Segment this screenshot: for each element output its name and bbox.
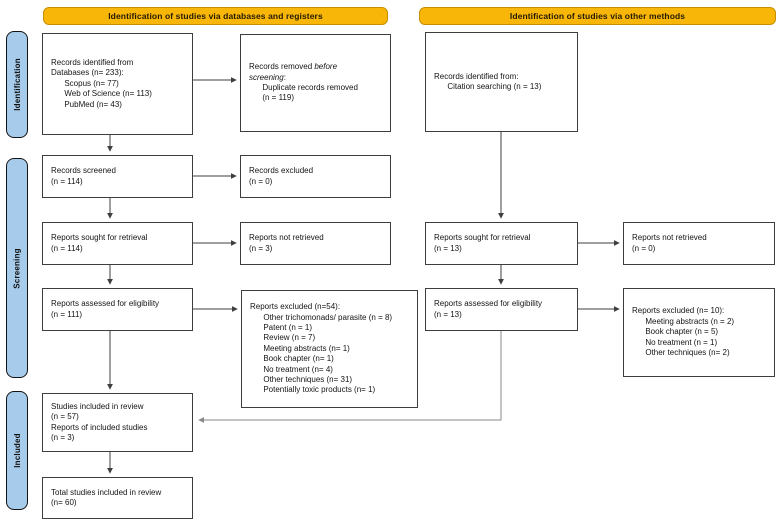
box-reports-not-retrieved-other: Reports not retrieved(n = 0) (623, 222, 775, 265)
stage-included: Included (6, 391, 28, 510)
stage-screening-label: Screening (12, 247, 22, 289)
stage-screening: Screening (6, 158, 28, 378)
box-reports-excluded-databases: Reports excluded (n=54): Other trichomon… (241, 290, 418, 408)
box-reports-sought-other: Reports sought for retrieval(n = 13) (425, 222, 578, 265)
box-records-identified-other: Records identified from: Citation search… (425, 32, 578, 132)
box-reports-sought-databases: Reports sought for retrieval(n = 114) (42, 222, 193, 265)
box-total-studies-included: Total studies included in review(n= 60) (42, 477, 193, 519)
stage-identification: Identification (6, 31, 28, 138)
box-reports-assessed-other: Reports assessed for eligibility(n = 13) (425, 288, 578, 331)
banner-other-methods: Identification of studies via other meth… (419, 7, 776, 25)
stage-identification-label: Identification (12, 58, 22, 111)
box-records-screened: Records screened(n = 114) (42, 155, 193, 198)
box-reports-assessed-databases: Reports assessed for eligibility(n = 111… (42, 288, 193, 331)
box-reports-not-retrieved-databases: Reports not retrieved(n = 3) (240, 222, 391, 265)
box-studies-included-review: Studies included in review(n = 57)Report… (42, 393, 193, 452)
banner-databases-registers: Identification of studies via databases … (43, 7, 388, 25)
stage-included-label: Included (12, 433, 22, 468)
box-reports-excluded-other: Reports excluded (n= 10): Meeting abstra… (623, 288, 775, 377)
box-records-excluded: Records excluded(n = 0) (240, 155, 391, 198)
